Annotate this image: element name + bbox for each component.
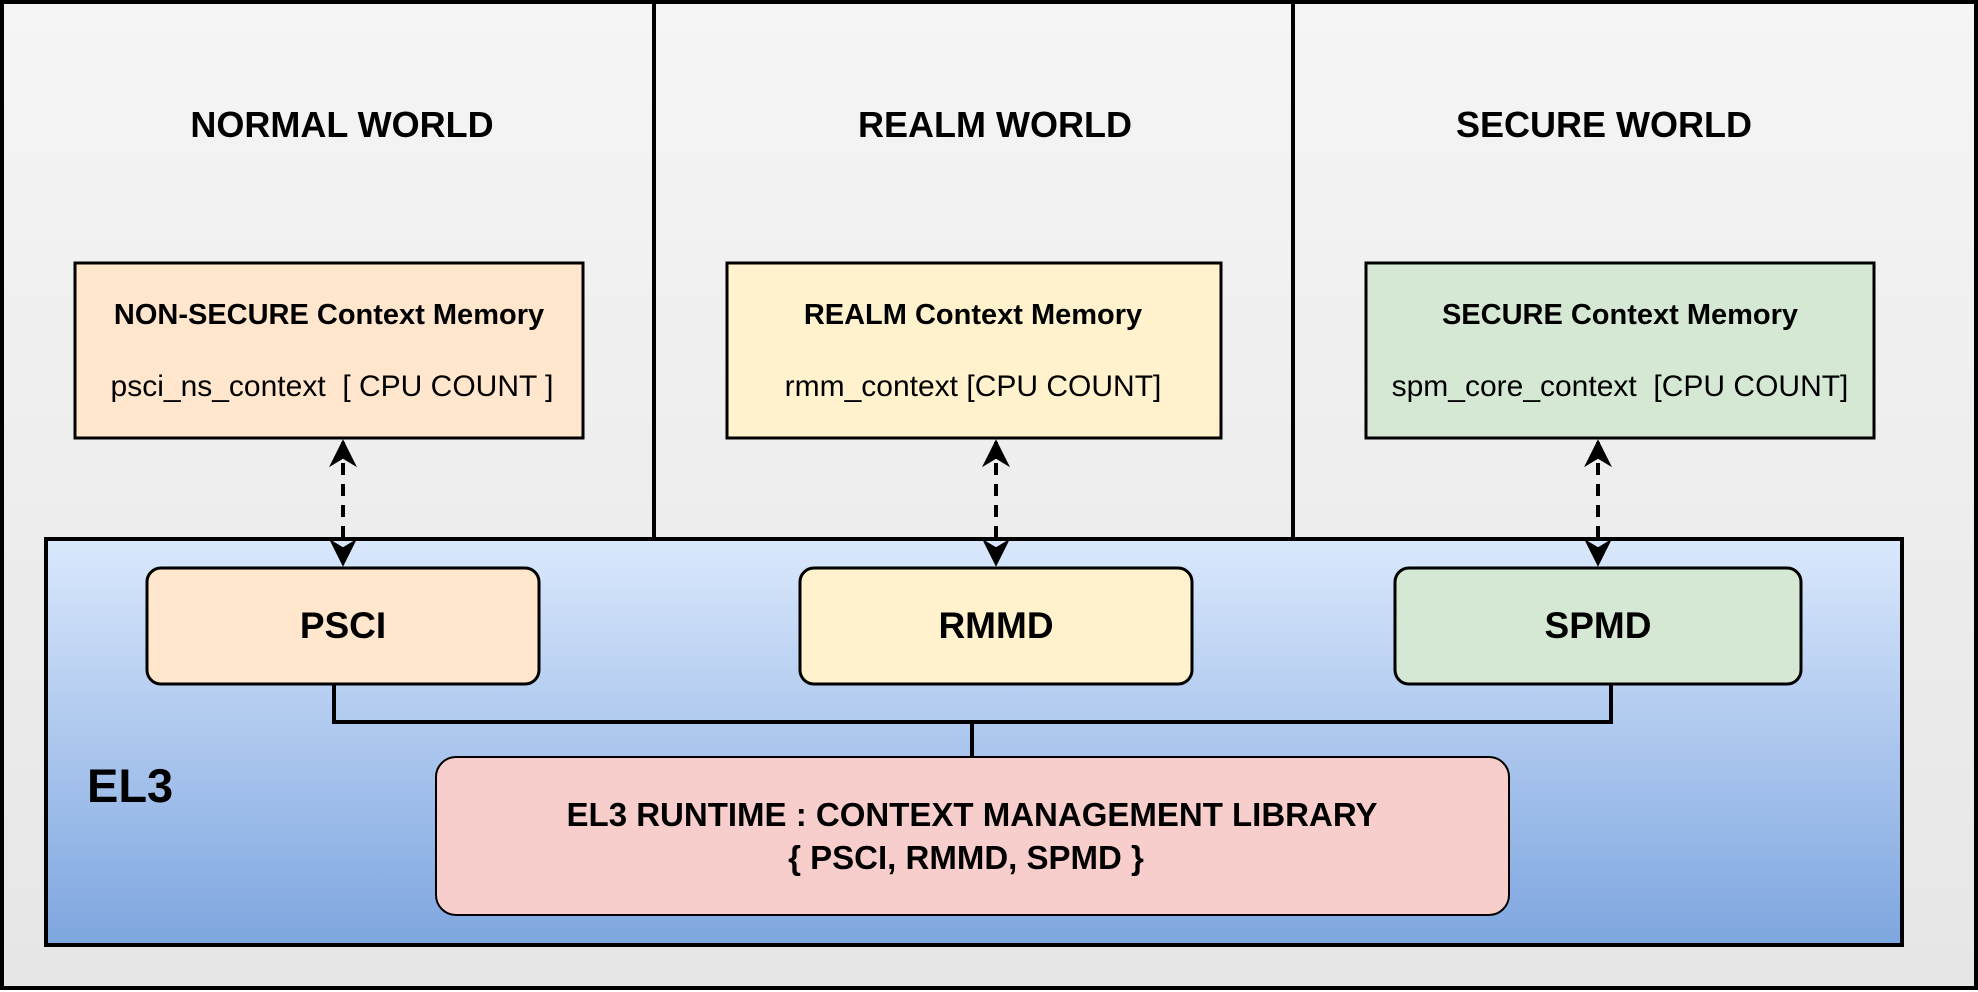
realm-context-rect: [725, 261, 1223, 440]
el3-label: EL3: [87, 759, 173, 812]
non-secure-context-box: NON-SECURE Context Memory psci_ns_contex…: [73, 261, 585, 440]
library-subtitle: { PSCI, RMMD, SPMD }: [788, 839, 1144, 876]
secure-context-variable: spm_core_context [CPU COUNT]: [1392, 370, 1849, 403]
rmmd-rect: [798, 566, 1194, 686]
realm-context-title: REALM Context Memory: [804, 299, 1142, 331]
rmmd-block: RMMD: [798, 566, 1194, 686]
psci-block: PSCI: [145, 566, 541, 686]
library-rect: [435, 756, 1510, 916]
rmmd-label: RMMD: [938, 605, 1053, 646]
context-management-library: EL3 RUNTIME : CONTEXT MANAGEMENT LIBRARY…: [435, 756, 1510, 916]
psci-label: PSCI: [300, 605, 386, 646]
realm-context-variable: rmm_context [CPU COUNT]: [785, 370, 1162, 403]
spmd-rect: [1393, 566, 1803, 686]
spmd-block: SPMD: [1393, 566, 1803, 686]
secure-context-title: SECURE Context Memory: [1442, 299, 1798, 331]
secure-world-title: SECURE WORLD: [1456, 104, 1752, 145]
dispatcher-connector: [332, 684, 1613, 757]
secure-context-box: SECURE Context Memory spm_core_context […: [1364, 261, 1876, 440]
non-secure-context-title: NON-SECURE Context Memory: [114, 299, 544, 331]
spmd-label: SPMD: [1545, 605, 1652, 646]
secure-context-rect: [1364, 261, 1876, 440]
non-secure-context-rect: [73, 261, 585, 440]
normal-world-title: NORMAL WORLD: [190, 104, 493, 145]
library-title: EL3 RUNTIME : CONTEXT MANAGEMENT LIBRARY: [567, 796, 1378, 833]
psci-rect: [145, 566, 541, 686]
non-secure-context-variable: psci_ns_context [ CPU COUNT ]: [111, 370, 554, 403]
realm-world-title: REALM WORLD: [858, 104, 1132, 145]
realm-context-box: REALM Context Memory rmm_context [CPU CO…: [725, 261, 1223, 440]
